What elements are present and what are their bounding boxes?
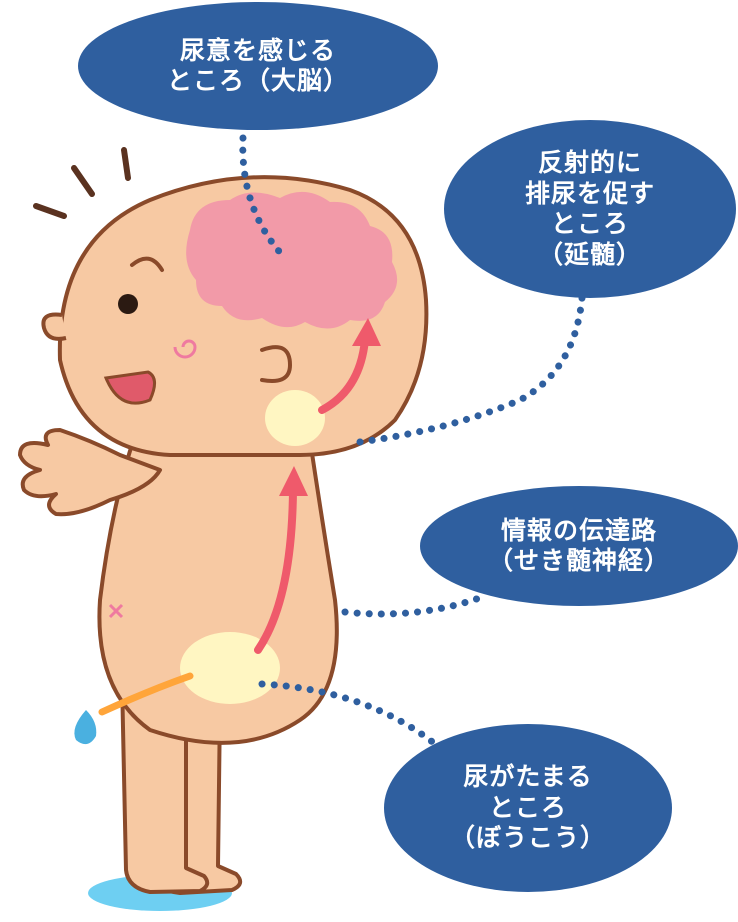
hands [18, 428, 162, 517]
label-bladder: 尿がたまる ところ （ぼうこう） [384, 724, 672, 892]
label-medulla-line-1: 反射的に [537, 148, 642, 177]
label-medulla-line-3: ところ [550, 209, 629, 238]
cheek-swirl [173, 339, 197, 359]
spinal-arrow [254, 486, 297, 654]
label-spinal-cord-line-2: （せき髄神経） [487, 546, 670, 575]
label-bladder-text: 尿がたまる ところ （ぼうこう） [450, 762, 606, 854]
label-medulla-text: 反射的に 排尿を促す ところ （延髄） [525, 148, 655, 270]
label-brain-line-1: 尿意を感じる [179, 35, 336, 65]
ear [41, 312, 67, 341]
navel-mark [108, 603, 124, 619]
leader-line-spinal [341, 592, 489, 618]
leader-line-brain [239, 134, 289, 262]
brain-organ [186, 191, 398, 329]
label-spinal-cord: 情報の伝達路 （せき髄神経） [420, 486, 738, 606]
label-spinal-cord-text: 情報の伝達路 （せき髄神経） [488, 516, 670, 577]
label-brain-line-2: ところ（大脳） [166, 66, 349, 95]
label-bladder-line-2: ところ [488, 792, 567, 822]
brain-arrowhead [352, 318, 381, 346]
leader-line-bladder [258, 680, 444, 752]
urine-stream [98, 672, 194, 716]
leader-line-medulla [356, 294, 586, 446]
label-brain-text: 尿意を感じる ところ（大脳） [167, 36, 349, 97]
brain-arrow [318, 336, 369, 414]
spinal-arrowhead [279, 466, 308, 496]
medulla-organ [265, 390, 325, 446]
label-brain: 尿意を感じる ところ（大脳） [78, 2, 438, 130]
label-medulla-line-2: 排尿を促す [524, 178, 655, 208]
eyebrow [130, 256, 164, 272]
leader-lines [239, 134, 586, 752]
label-spinal-cord-line-1: 情報の伝達路 [500, 515, 657, 545]
label-medulla-line-4: （延髄） [537, 239, 642, 269]
ear-back-curl [260, 345, 293, 383]
label-medulla: 反射的に 排尿を促す ところ （延髄） [444, 120, 736, 298]
eye [118, 294, 138, 314]
water-drop [74, 710, 97, 745]
label-bladder-line-1: 尿がたまる [463, 762, 593, 792]
surprise-lines [33, 147, 131, 219]
label-bladder-line-3: （ぼうこう） [449, 823, 606, 853]
mouth [103, 370, 156, 405]
